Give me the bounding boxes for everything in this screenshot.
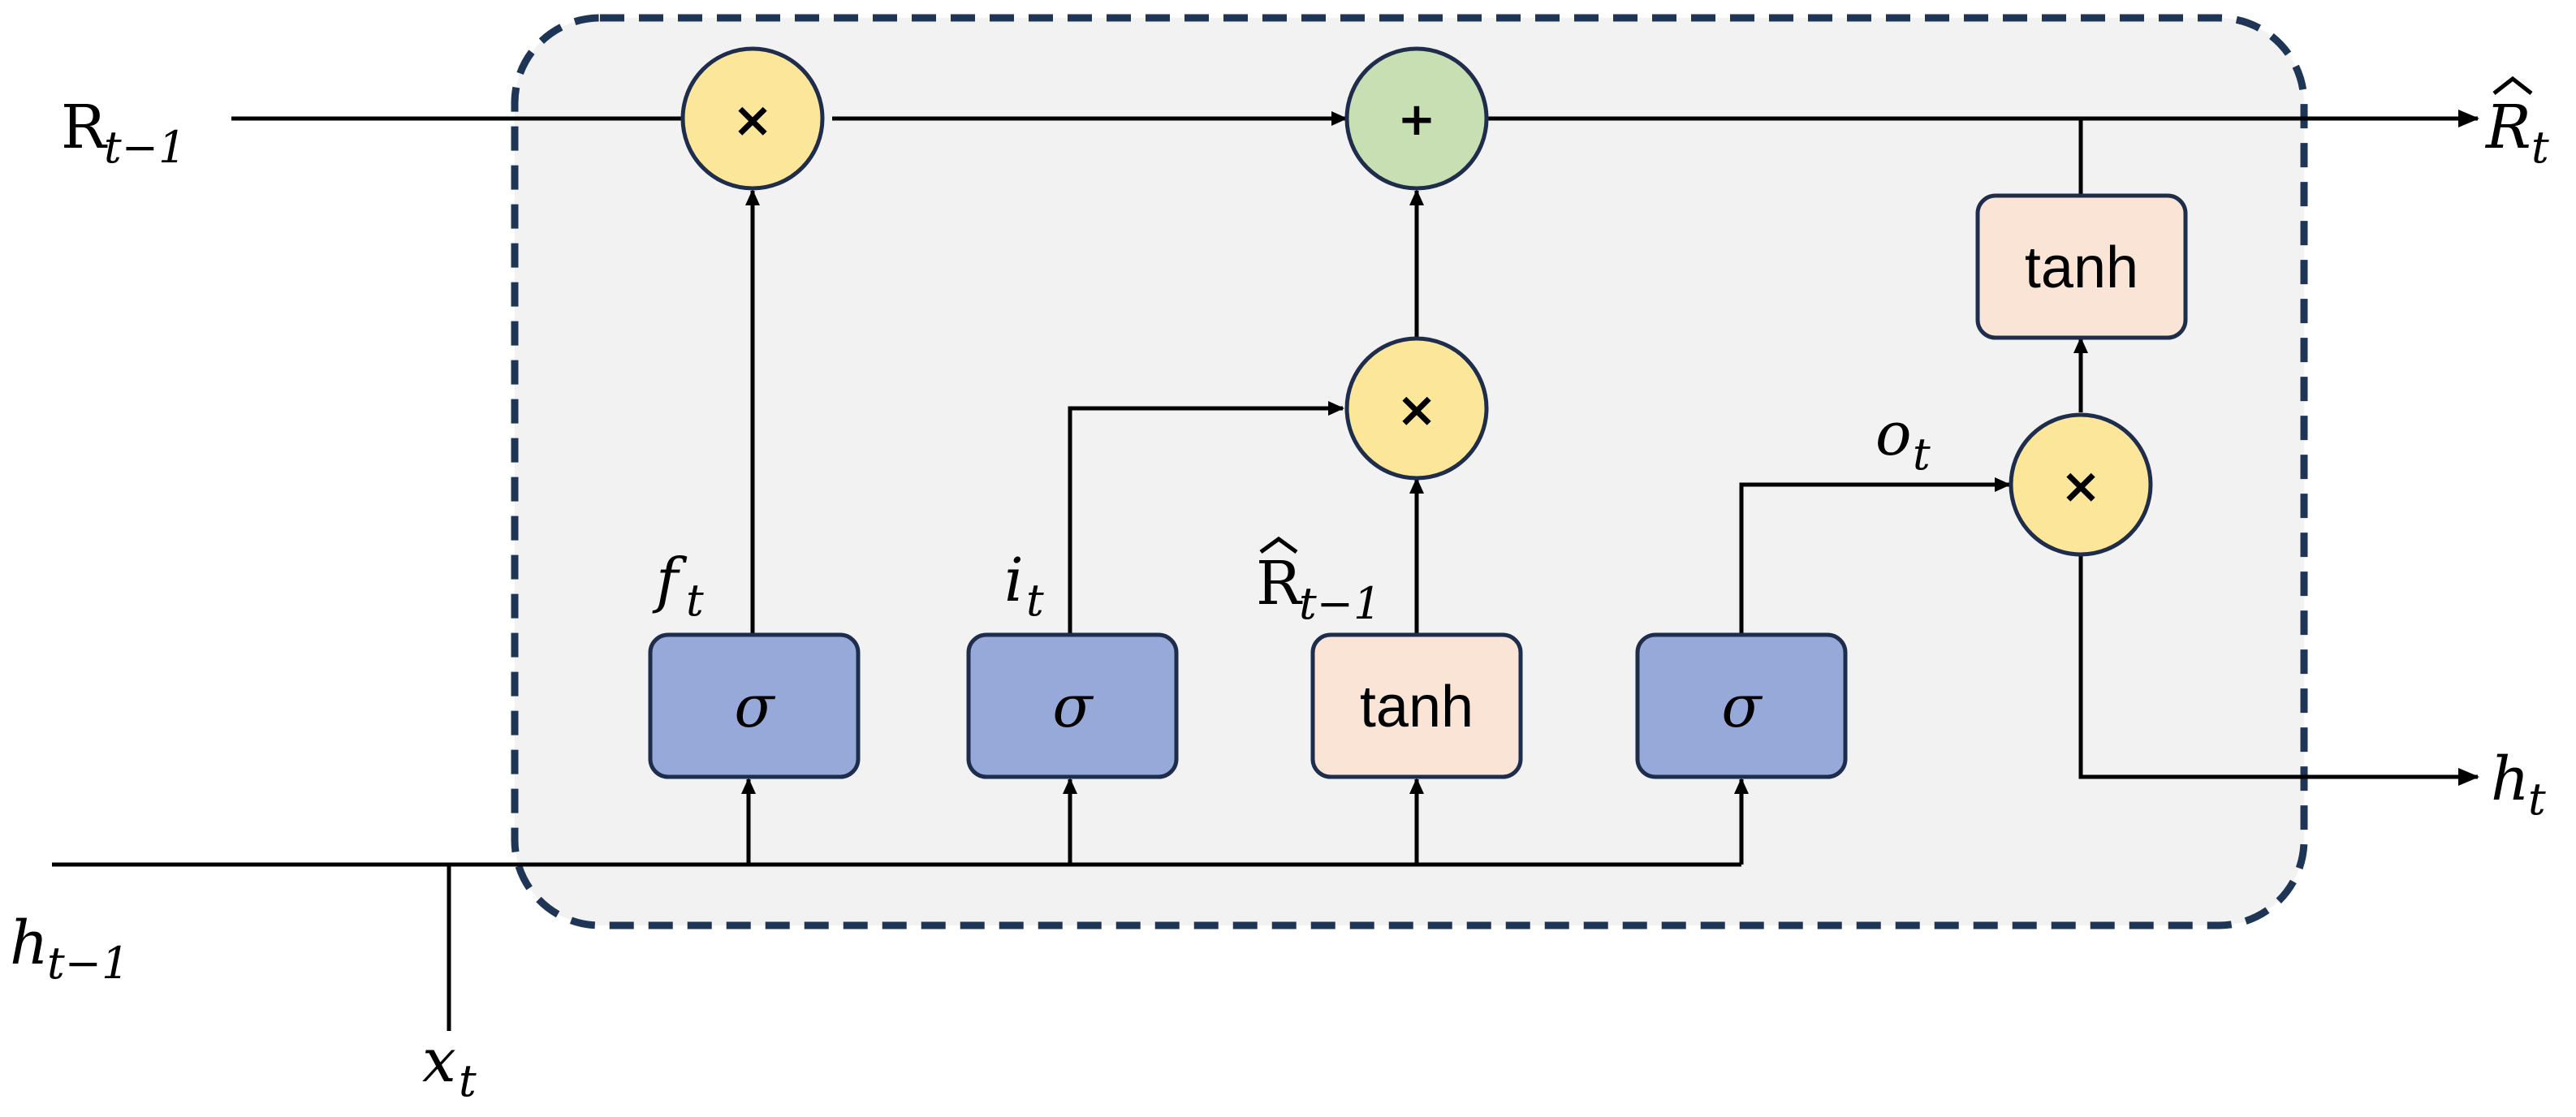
tanh-candidate-label: tanh [1360,675,1474,740]
add-state-node: + [1344,46,1489,191]
label-r-prev-sub: t−1 [104,122,186,173]
label-h-prev-base: h [10,908,49,978]
label-candidate: R t−1 [1256,536,1381,629]
mult-output-symbol: × [2060,458,2101,515]
mult-output-node: × [2009,412,2153,557]
label-r-hat-out-base: R [2484,93,2531,162]
label-h-out: h t [2491,744,2546,825]
label-r-hat-out: R t [2484,75,2549,173]
sigma-forget-box: σ [648,632,861,779]
mult-forget-node: × [680,46,825,191]
wire-h-out [2078,556,2479,786]
label-output-gate-base: o [1875,399,1912,469]
tanh-output-label: tanh [2025,235,2138,300]
label-candidate-sub: t−1 [1299,578,1381,629]
mult-input-symbol: × [1396,382,1437,438]
label-x-in: x t [422,1026,477,1106]
wire-output-route [1739,477,2011,633]
label-output-gate: o t [1875,399,1931,480]
sigma-input-label: σ [1052,672,1094,740]
sigma-output-box: σ [1635,632,1848,779]
sigma-input-box: σ [966,632,1179,779]
sigma-output-label: σ [1721,672,1763,740]
label-x-in-base: x [422,1026,456,1096]
label-input-gate-sub: t [1026,575,1044,626]
label-input-gate-base: i [1004,546,1024,615]
label-x-in-sub: t [459,1055,477,1106]
label-h-out-sub: t [2528,774,2546,825]
label-output-gate-sub: t [1913,429,1931,480]
mult-input-node: × [1344,336,1489,481]
label-input-gate: i t [1004,546,1044,626]
add-state-symbol: + [1398,93,1436,146]
label-r-prev-base: R [61,93,108,162]
label-forget-gate-sub: t [686,575,704,626]
sigma-forget-label: σ [734,672,775,740]
mult-forget-symbol: × [732,92,773,149]
tanh-output-box: tanh [1975,193,2188,340]
label-h-prev-sub: t−1 [47,938,129,989]
label-r-prev: R t−1 [61,93,186,173]
hat-icon [2492,75,2533,95]
label-r-hat-out-sub: t [2531,122,2549,173]
wire-input-route [1068,401,1344,633]
hat-icon [1259,536,1298,554]
label-candidate-base: R [1256,549,1303,619]
label-h-prev: h t−1 [10,908,129,989]
tanh-candidate-box: tanh [1310,632,1523,779]
label-h-out-base: h [2491,744,2530,814]
